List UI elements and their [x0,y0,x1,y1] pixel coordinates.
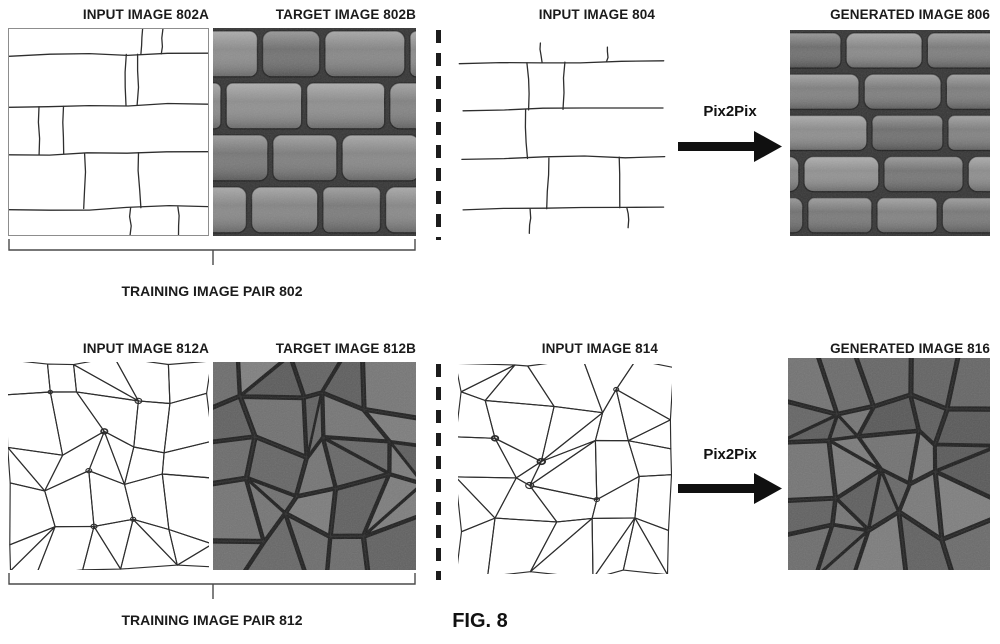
generated-image-806-label: GENERATED IMAGE 806 [830,7,990,22]
input-image-802a-label: INPUT IMAGE 802A [82,7,209,22]
input-image-804 [455,34,668,240]
target-image-802b [213,28,416,236]
input-image-814 [458,364,672,574]
generated-image-816 [788,358,990,570]
input-image-812a-label: INPUT IMAGE 812A [82,341,209,356]
target-image-812b [213,362,416,570]
input-image-814-label: INPUT IMAGE 814 [541,341,658,356]
dashed-divider-top [436,30,441,240]
figure-caption: FIG. 8 [452,610,508,632]
input-image-804-label: INPUT IMAGE 804 [538,7,655,22]
training-pair-bracket-bottom [8,573,416,599]
pix2pix-label-bottom: Pix2Pix [703,446,757,463]
training-image-pair-812-label: TRAINING IMAGE PAIR 812 [121,612,303,628]
input-image-802a [8,28,209,236]
generated-image-816-label: GENERATED IMAGE 816 [830,341,990,356]
pix2pix-arrow-icon-bottom [678,470,782,506]
pix2pix-label-top: Pix2Pix [703,103,757,120]
target-image-802b-label: TARGET IMAGE 802B [275,7,416,22]
input-image-812a [8,362,209,570]
generated-image-806 [790,30,990,236]
dashed-divider-bottom [436,364,441,580]
training-pair-bracket-top [8,239,416,265]
pix2pix-arrow-icon-top [678,128,782,164]
training-image-pair-802-label: TRAINING IMAGE PAIR 802 [121,283,303,299]
target-image-812b-label: TARGET IMAGE 812B [275,341,416,356]
